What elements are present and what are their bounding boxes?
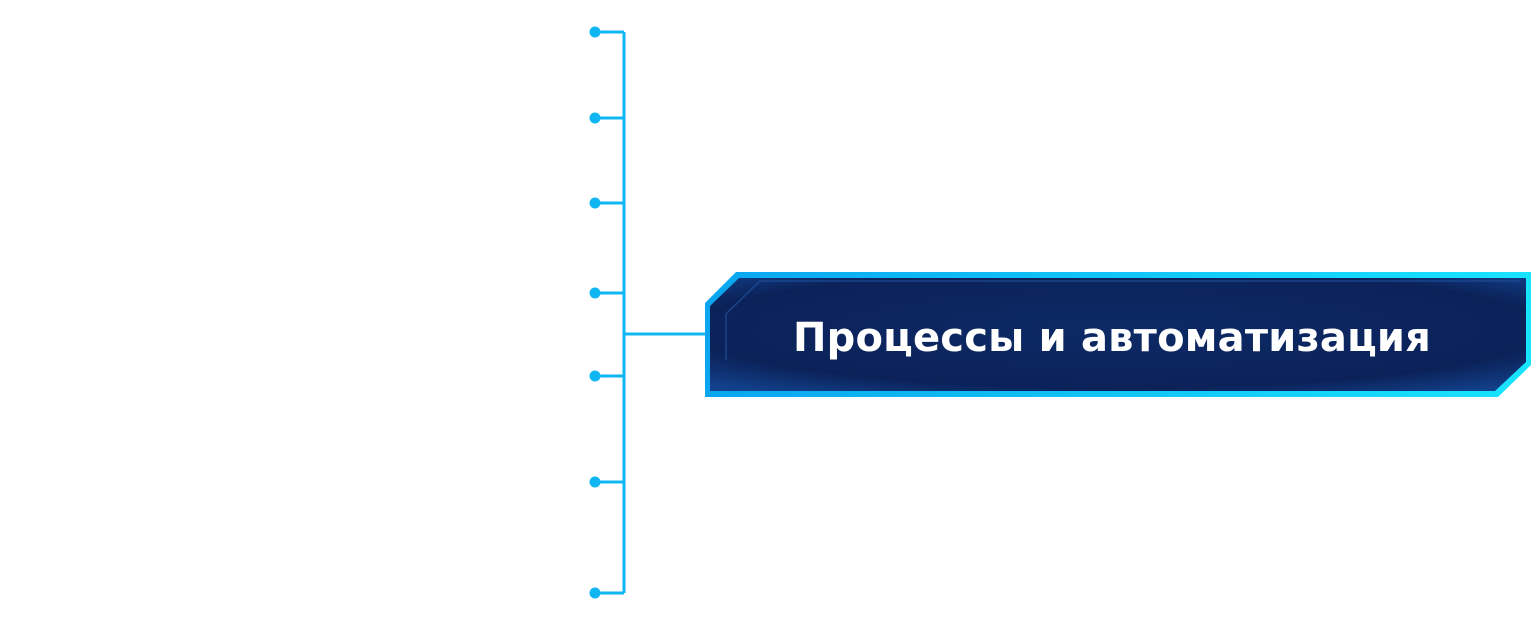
branch-dot-1 xyxy=(589,26,601,38)
center-node: Процессы и автоматизация xyxy=(705,272,1531,397)
center-node-inner-bevel xyxy=(725,280,1520,360)
branch-dot-3 xyxy=(589,197,601,209)
branch-connectors xyxy=(589,26,624,599)
branch-dot-4 xyxy=(589,287,601,299)
branch-dot-7 xyxy=(589,587,601,599)
branch-dot-2 xyxy=(589,112,601,124)
center-node-body xyxy=(710,278,1526,391)
branch-dot-6 xyxy=(589,476,601,488)
branch-dot-5 xyxy=(589,370,601,382)
center-node-label: Процессы и автоматизация xyxy=(793,315,1431,361)
